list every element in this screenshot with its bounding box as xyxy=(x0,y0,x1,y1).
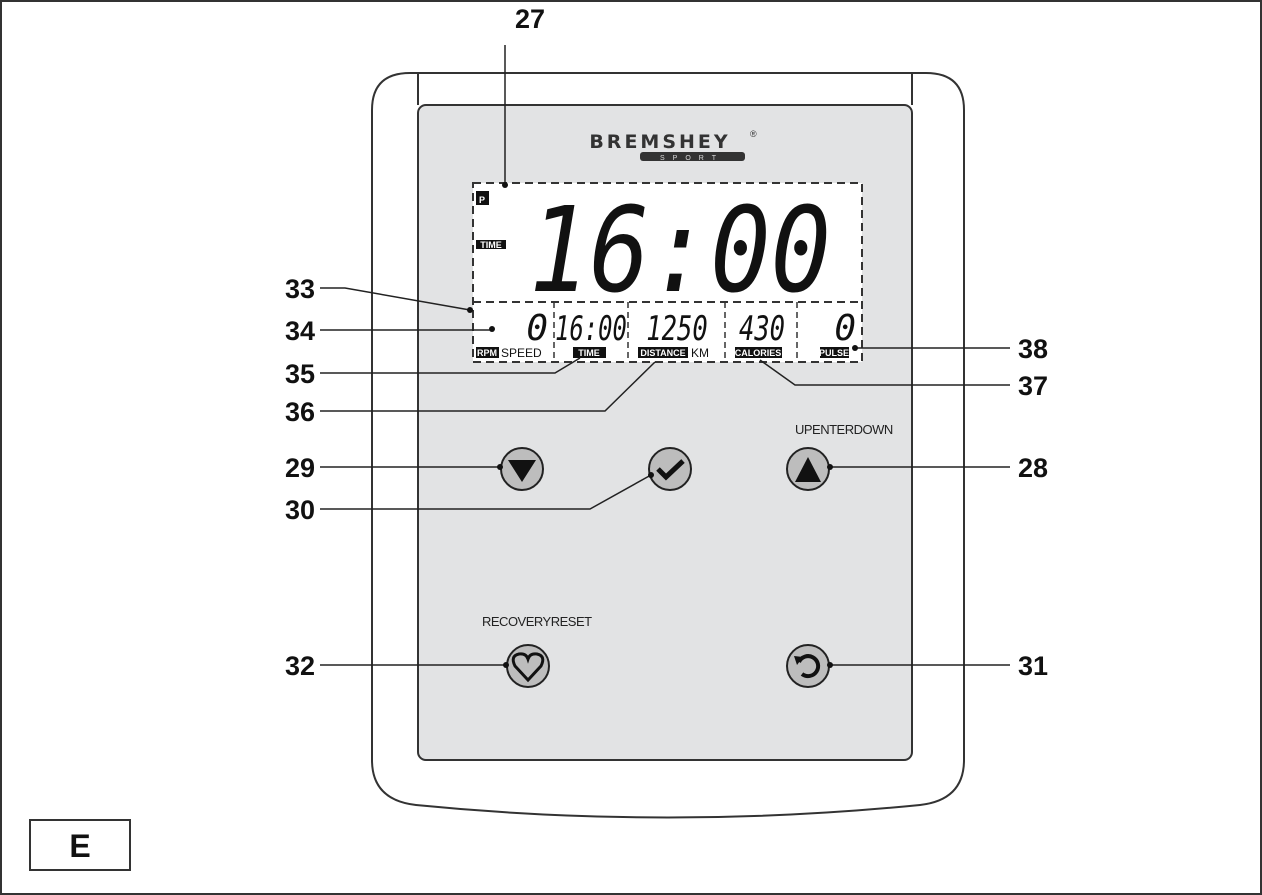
svg-text:SPEED: SPEED xyxy=(501,346,542,360)
svg-text:0: 0 xyxy=(526,308,548,349)
field-pulse: 0 PULSE xyxy=(819,308,856,358)
label-up-enter-down: UPENTERDOWN xyxy=(795,422,893,437)
callout-35: 35 xyxy=(285,359,315,389)
svg-text:KM: KM xyxy=(691,346,709,360)
enter-button[interactable] xyxy=(648,447,692,491)
field-rpm: 0 RPM SPEED xyxy=(476,308,548,360)
callout-32: 32 xyxy=(285,651,315,681)
triangle-up-icon xyxy=(795,457,821,482)
svg-text:TIME: TIME xyxy=(578,348,600,358)
up-button[interactable] xyxy=(786,447,830,491)
field-distance: 1250 DISTANCE KM xyxy=(638,309,709,360)
reset-arrow-icon xyxy=(797,654,821,679)
svg-text:0: 0 xyxy=(834,308,856,349)
callout-33: 33 xyxy=(285,274,315,304)
figure-label: E xyxy=(69,828,90,864)
svg-text:DISTANCE: DISTANCE xyxy=(640,348,685,358)
callout-36: 36 xyxy=(285,397,315,427)
callout-27: 27 xyxy=(515,4,545,34)
svg-text:430: 430 xyxy=(739,309,785,349)
svg-text:SPORT: SPORT xyxy=(660,155,724,162)
callout-31: 31 xyxy=(1018,651,1048,681)
svg-text:1250: 1250 xyxy=(646,309,707,349)
recovery-button[interactable] xyxy=(506,644,550,688)
svg-text:CALORIES: CALORIES xyxy=(735,348,782,358)
program-indicator: P xyxy=(479,195,485,205)
svg-text:16:00: 16:00 xyxy=(555,309,627,348)
reset-button[interactable] xyxy=(786,644,830,688)
main-time-readout: 16:00 xyxy=(529,181,831,319)
triangle-down-icon xyxy=(508,460,536,482)
svg-text:PULSE: PULSE xyxy=(819,348,849,358)
brand-logo: BREMSHEY xyxy=(589,131,730,153)
down-button[interactable] xyxy=(500,447,544,491)
callout-37: 37 xyxy=(1018,371,1048,401)
field-time: 16:00 TIME xyxy=(555,309,627,358)
field-calories: 430 CALORIES xyxy=(735,309,785,358)
checkmark-icon xyxy=(656,459,685,481)
svg-text:RPM: RPM xyxy=(477,348,497,358)
callout-38: 38 xyxy=(1018,334,1048,364)
heart-icon xyxy=(511,652,545,683)
callout-28: 28 xyxy=(1018,453,1048,483)
callout-29: 29 xyxy=(285,453,315,483)
label-recovery-reset: RECOVERYRESET xyxy=(482,614,592,629)
callout-30: 30 xyxy=(285,495,315,525)
brand-sub-bar xyxy=(640,152,745,161)
callout-34: 34 xyxy=(285,316,315,346)
program-indicator-box xyxy=(476,191,489,205)
svg-text:®: ® xyxy=(750,129,757,139)
main-label: TIME xyxy=(480,240,502,250)
figure-label-box xyxy=(29,819,131,871)
